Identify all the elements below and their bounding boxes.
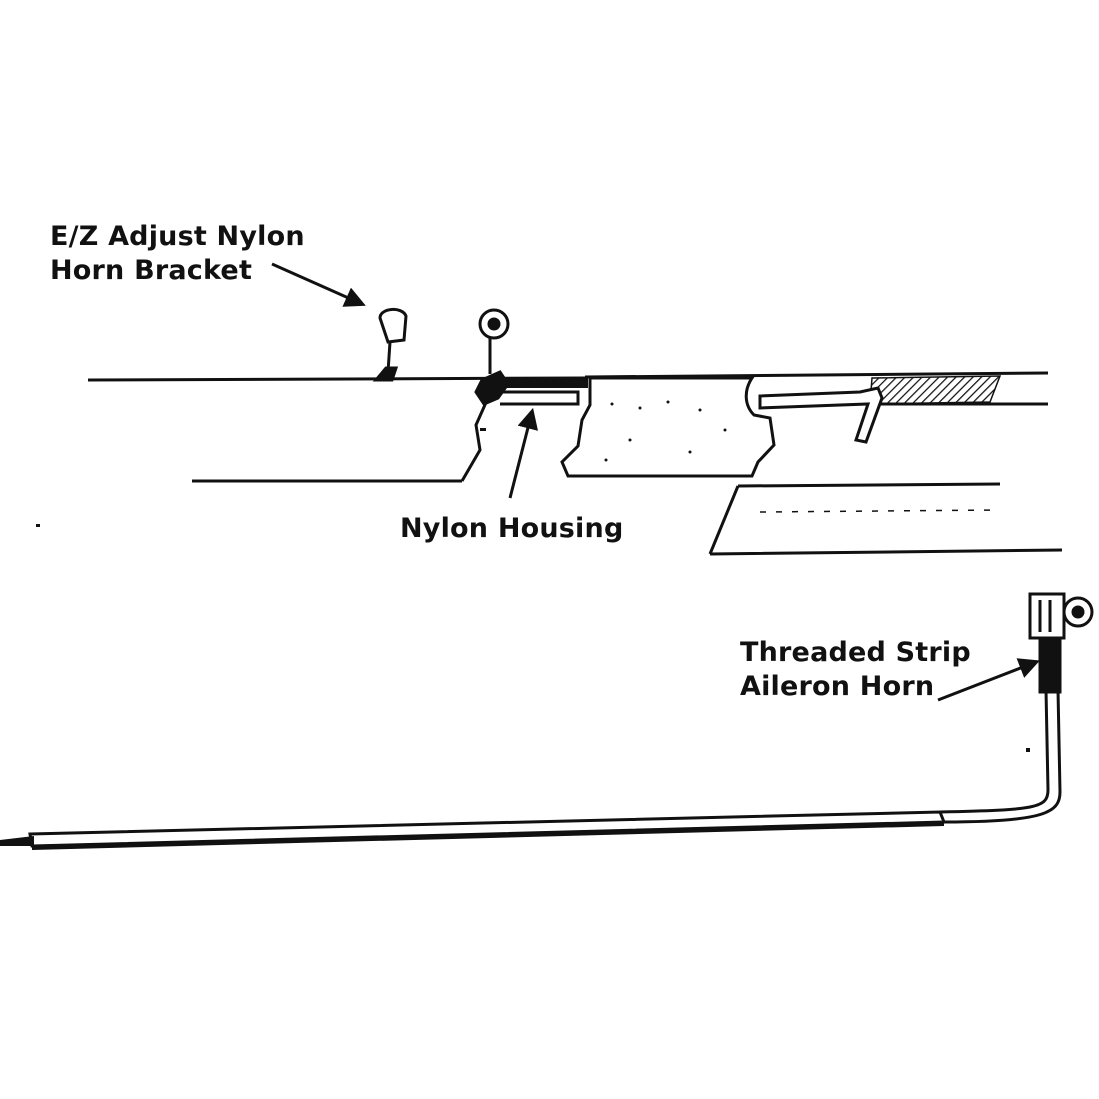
lower-aileron-panel <box>708 482 1063 556</box>
scan-specks <box>36 428 1030 752</box>
aileron-horn-label-line2: Aileron Horn <box>740 671 935 702</box>
aileron-torque-rod <box>0 689 1062 850</box>
arrow-to-aileron-horn <box>937 658 1040 702</box>
nylon-housing-label: Nylon Housing <box>400 512 623 546</box>
nylon-housing-shape <box>498 378 588 406</box>
lower-panel-dashes <box>759 509 1001 513</box>
wing-notch <box>460 390 499 482</box>
horn-bracket-left <box>372 308 408 382</box>
aileron-horn-label-line1: Threaded Strip <box>740 637 971 668</box>
aileron-stipple <box>604 400 727 462</box>
aileron-horn-label: Threaded Strip Aileron Horn <box>740 636 971 704</box>
leader-arrows <box>271 262 1040 702</box>
horn-bracket-right <box>474 308 510 406</box>
aileron-block <box>560 376 776 478</box>
horn-bracket-label: E/Z Adjust Nylon Horn Bracket <box>50 220 305 288</box>
horn-bracket-label-line2: Horn Bracket <box>50 255 253 286</box>
hinge-clip <box>758 386 884 444</box>
wing-top-edge-right <box>584 371 1049 379</box>
arrow-to-nylon-housing <box>508 407 539 499</box>
hatched-section <box>869 375 1002 405</box>
threaded-horn <box>1028 592 1094 694</box>
horn-bracket-label-line1: E/Z Adjust Nylon <box>50 221 305 252</box>
nylon-housing-label-text: Nylon Housing <box>400 513 624 544</box>
arrow-to-horn-bracket <box>271 262 366 307</box>
